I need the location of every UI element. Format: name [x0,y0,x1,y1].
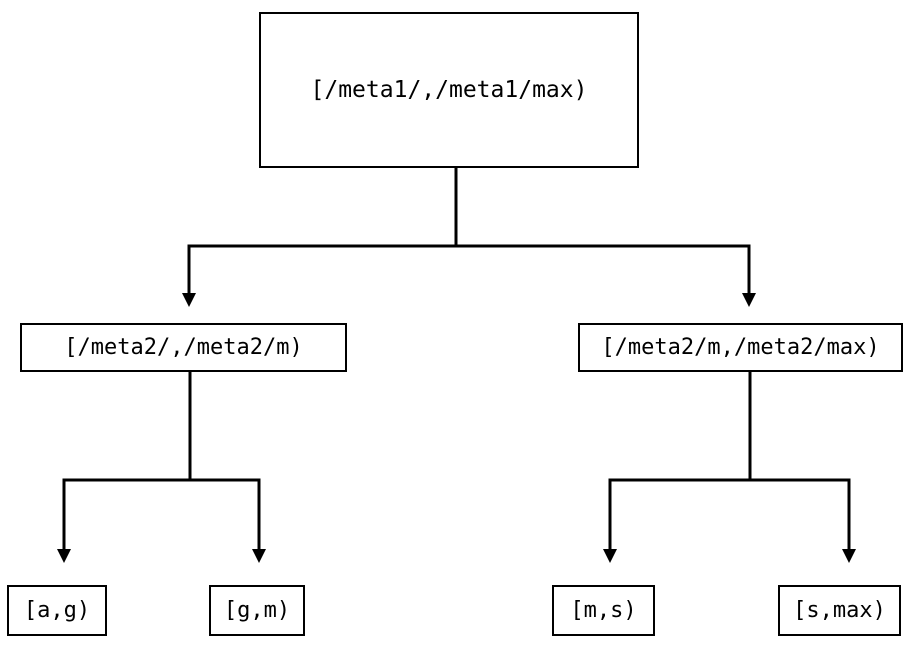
node-leaf-ag: [a,g) [7,585,107,636]
edge-mid-left-to-leaf-ag [57,372,192,563]
node-mid-right-label: [/meta2/m,/meta2/max) [601,334,880,360]
node-mid-right: [/meta2/m,/meta2/max) [578,323,903,372]
arrowhead-icon [252,549,266,563]
edge-root-to-mid-right [454,168,756,307]
arrowhead-icon [842,549,856,563]
node-leaf-ms: [m,s) [552,585,655,636]
edge-mid-right-to-leaf-smax [748,372,856,563]
node-root: [/meta1/,/meta1/max) [259,12,639,168]
arrowhead-icon [603,549,617,563]
node-mid-left: [/meta2/,/meta2/m) [20,323,347,372]
node-mid-left-label: [/meta2/,/meta2/m) [64,334,303,360]
node-leaf-ms-label: [m,s) [570,597,637,623]
node-root-label: [/meta1/,/meta1/max) [310,76,588,103]
arrowhead-icon [742,293,756,307]
arrowhead-icon [182,293,196,307]
node-leaf-smax-label: [s,max) [793,597,886,623]
arrowhead-icon [57,549,71,563]
edge-root-to-mid-left [182,168,458,307]
node-leaf-gm: [g,m) [209,585,305,636]
node-leaf-ag-label: [a,g) [23,597,91,623]
edge-mid-left-to-leaf-gm [188,372,266,563]
node-leaf-gm-label: [g,m) [223,597,291,623]
node-leaf-smax: [s,max) [778,585,901,636]
edge-mid-right-to-leaf-ms [603,372,752,563]
